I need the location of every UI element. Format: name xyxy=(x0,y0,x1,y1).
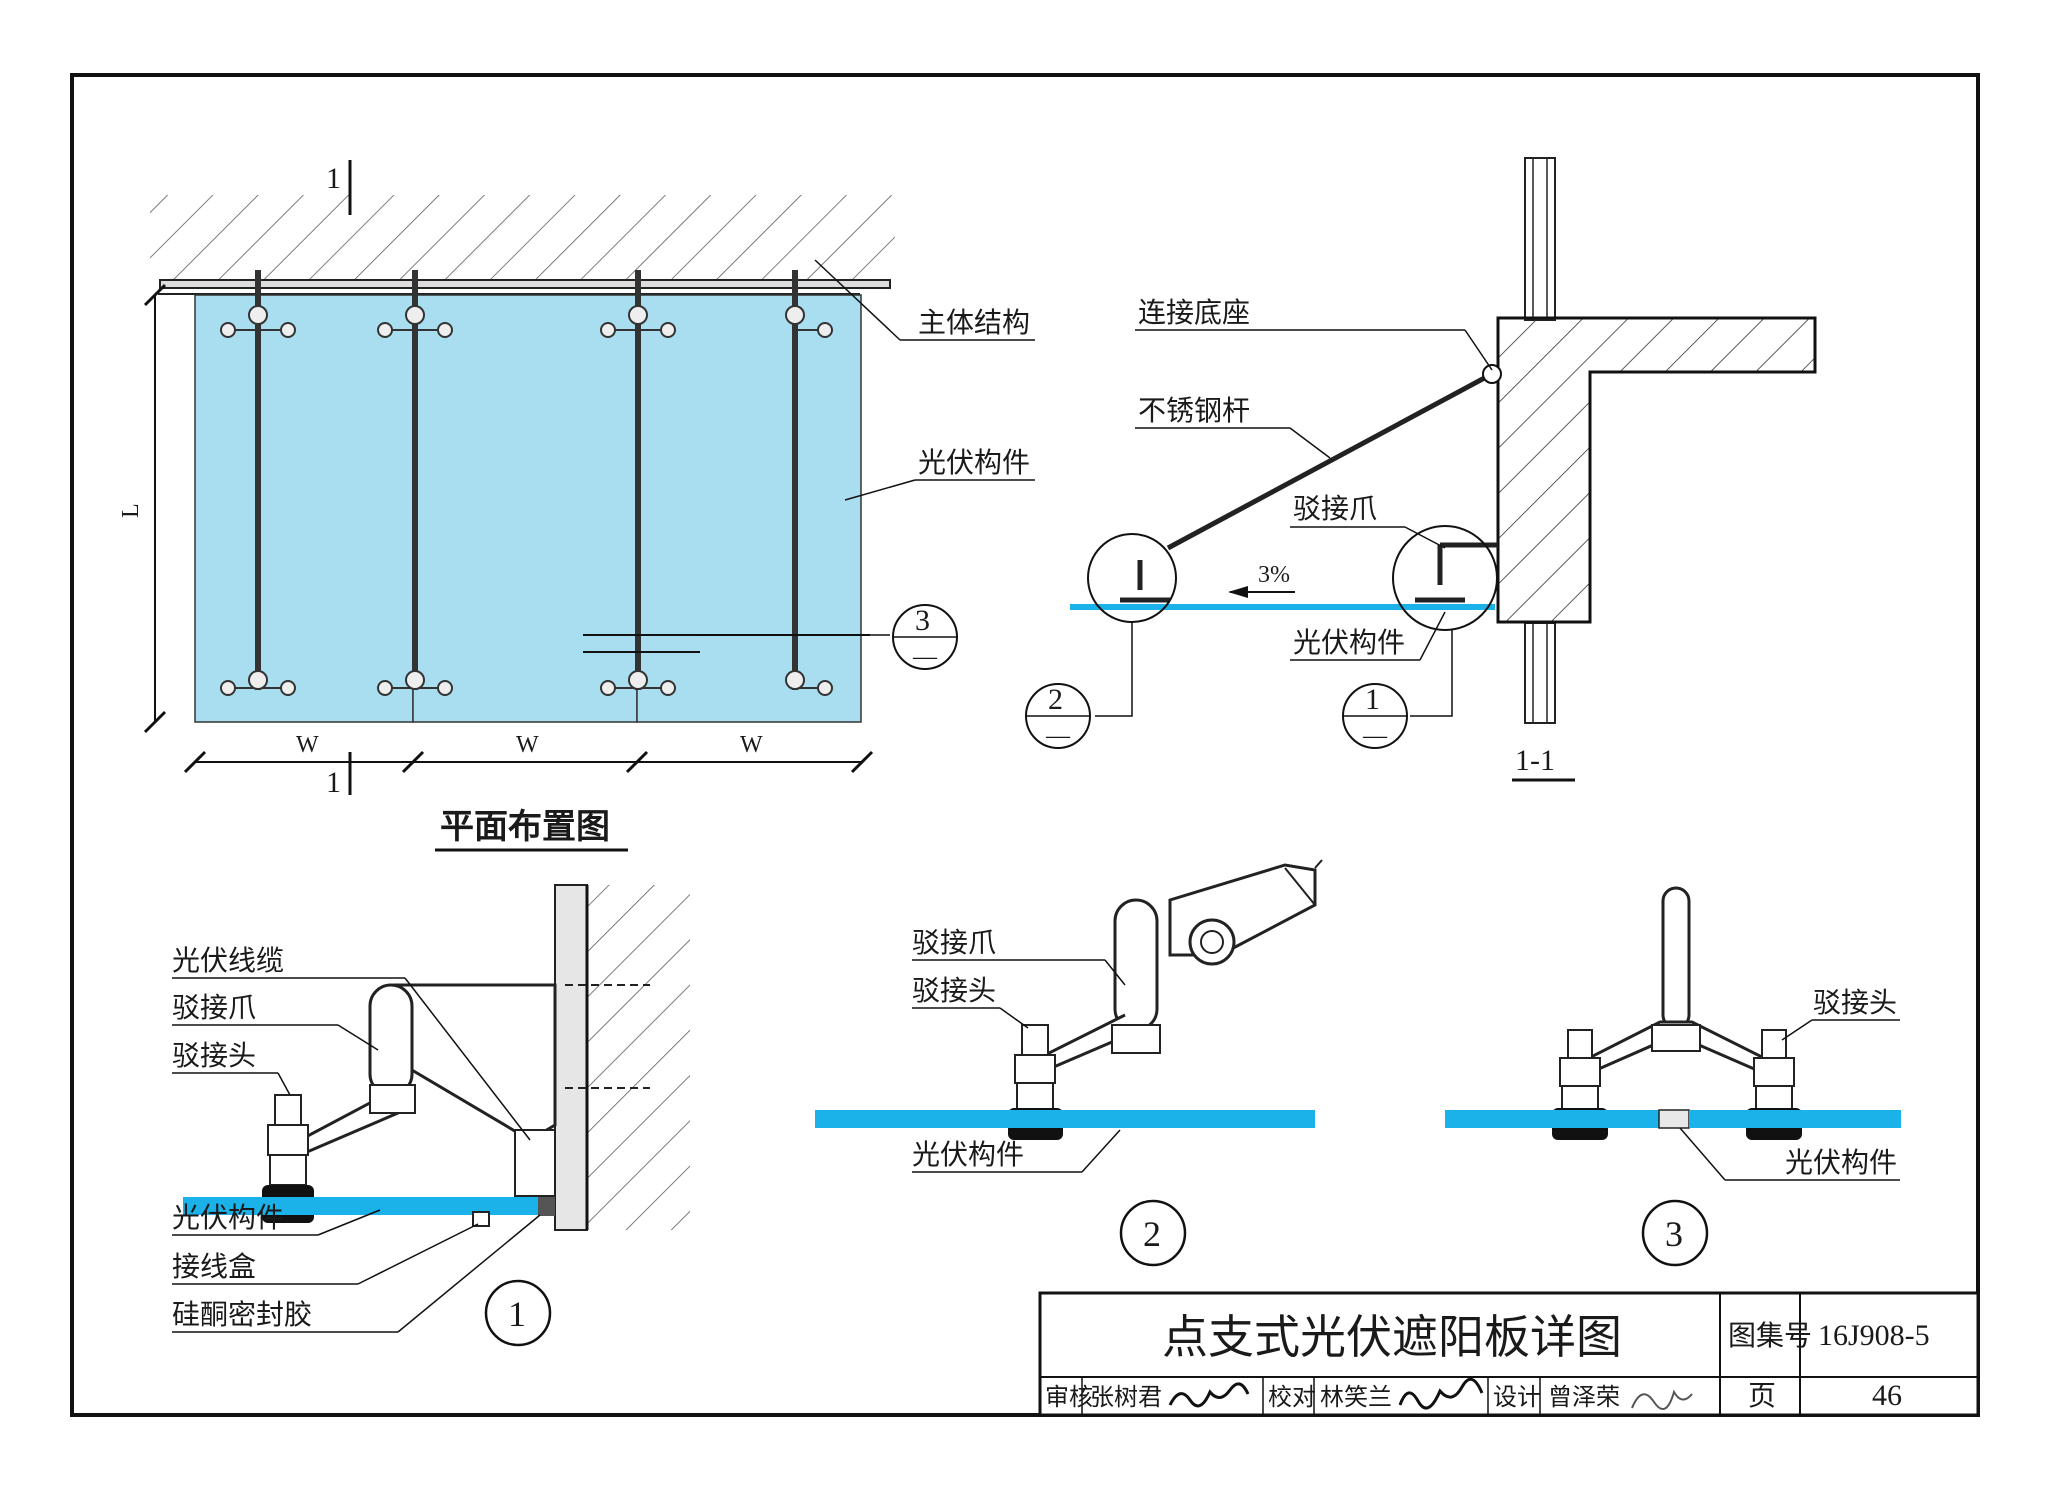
rod-spider-1 xyxy=(220,270,296,696)
designer-signature xyxy=(1631,1389,1693,1411)
section-claw-left xyxy=(1120,560,1170,603)
structure-edge xyxy=(159,279,891,289)
label-head-d2: 驳接头 xyxy=(912,975,996,1007)
dim-w-1: W xyxy=(296,732,319,758)
structure-hatch xyxy=(150,195,895,280)
detail1-wall xyxy=(554,884,588,1231)
plan-title: 平面布置图 xyxy=(440,808,610,846)
detail1-number-circle xyxy=(484,1279,552,1347)
label-cable: 光伏线缆 xyxy=(172,945,284,977)
detail2-number-circle xyxy=(1119,1199,1187,1267)
detail3-pv-strip-left xyxy=(1445,1110,1659,1128)
detail-2: 驳接爪 驳接头 光伏构件 2 xyxy=(815,859,1323,1267)
detail1-sealant xyxy=(538,1196,555,1216)
rod-spider-4 xyxy=(785,270,833,696)
atlas-number: 16J908-5 xyxy=(1818,1319,1930,1352)
label-head-d3: 驳接头 xyxy=(1813,987,1897,1019)
callout-2-bottom: — xyxy=(1045,723,1071,749)
label-claw-section: 驳接爪 xyxy=(1293,493,1377,525)
checker-signature xyxy=(1398,1377,1484,1410)
drawing-title: 点支式光伏遮阳板详图 xyxy=(1162,1312,1622,1363)
section-1-1: 3% 连接底座 不锈钢杆 驳接爪 光伏构件 2 — 1 — 1-1 xyxy=(1025,157,1817,782)
callout-3-bottom: — xyxy=(912,644,938,670)
pv-panel-3 xyxy=(636,294,862,723)
reviewer-name: 张树君 xyxy=(1090,1384,1162,1411)
label-pv-d3: 光伏构件 xyxy=(1785,1147,1897,1179)
detail1-pv-strip xyxy=(183,1197,538,1215)
pv-panel-1 xyxy=(194,294,414,723)
detail-3: 驳接头 光伏构件 3 xyxy=(1445,886,1901,1267)
detail3-number-circle xyxy=(1641,1199,1709,1267)
detail2-head xyxy=(1021,1024,1049,1056)
callout-3-top: 3 xyxy=(915,604,930,637)
detail3-number: 3 xyxy=(1665,1214,1683,1254)
label-pv-d2: 光伏构件 xyxy=(912,1139,1024,1171)
label-pv-section: 光伏构件 xyxy=(1293,627,1405,659)
label-pv-plan: 光伏构件 xyxy=(918,447,1030,479)
sheet-border xyxy=(70,73,1980,1417)
label-claw-d1: 驳接爪 xyxy=(172,992,256,1024)
callout-1-bottom: — xyxy=(1362,723,1388,749)
detail-1: 光伏线缆 驳接爪 驳接头 光伏构件 接线盒 硅酮密封胶 1 xyxy=(172,884,690,1347)
rod-spider-3 xyxy=(600,270,676,696)
detail2-claw xyxy=(1113,898,1159,1032)
section-mark-bottom: 1 xyxy=(326,766,341,799)
designer-name: 曾泽荣 xyxy=(1548,1384,1620,1411)
page-number: 46 xyxy=(1872,1379,1902,1412)
callout-2-top: 2 xyxy=(1048,683,1063,716)
stainless-rod xyxy=(1166,372,1492,551)
label-structure: 主体结构 xyxy=(918,307,1030,339)
detail3-pv-strip-right xyxy=(1689,1110,1901,1128)
detail1-hatch xyxy=(587,885,690,1230)
label-base: 连接底座 xyxy=(1138,297,1250,329)
page-label: 页 xyxy=(1748,1381,1776,1412)
dim-w-2: W xyxy=(516,732,539,758)
detail3-gap-sealant xyxy=(1658,1109,1690,1129)
detail1-claw xyxy=(393,983,557,1142)
reviewer-signature xyxy=(1168,1382,1250,1408)
rod-spider-2 xyxy=(377,270,453,696)
label-head-d1: 驳接头 xyxy=(172,1040,256,1072)
detail3-claw xyxy=(1661,886,1691,1030)
section-mark-top: 1 xyxy=(326,162,341,195)
atlas-label: 图集号 xyxy=(1728,1320,1812,1352)
pv-panel-2 xyxy=(412,294,638,723)
label-sealant: 硅酮密封胶 xyxy=(172,1299,312,1331)
detail3-head-left xyxy=(1567,1029,1593,1059)
section-structure xyxy=(1496,316,1817,624)
detail1-number: 1 xyxy=(508,1294,526,1334)
detail-circle-1 xyxy=(1392,525,1498,631)
connection-base xyxy=(1482,364,1502,384)
detail2-number: 2 xyxy=(1143,1214,1161,1254)
detail3-head-right xyxy=(1761,1029,1787,1059)
section-claw-right xyxy=(1415,542,1498,603)
dim-l: L xyxy=(118,503,144,518)
slope-label: 3% xyxy=(1258,562,1290,588)
checker-name: 林笑兰 xyxy=(1320,1384,1392,1411)
design-label: 设计 xyxy=(1493,1384,1541,1411)
callout-1-top: 1 xyxy=(1365,683,1380,716)
label-claw-d2: 驳接爪 xyxy=(912,927,996,959)
label-junction-box: 接线盒 xyxy=(172,1251,256,1283)
detail2-pv-strip xyxy=(815,1110,1315,1128)
check-label: 校对 xyxy=(1268,1384,1316,1411)
detail1-junction-box xyxy=(472,1211,490,1227)
detail1-head xyxy=(274,1094,302,1126)
section-title: 1-1 xyxy=(1515,744,1555,777)
label-pv-d1: 光伏构件 xyxy=(172,1202,284,1234)
title-block: 点支式光伏遮阳板详图 图集号 16J908-5 审核 张树君 校对 林笑兰 设计… xyxy=(1038,1291,1980,1417)
review-label: 审核 xyxy=(1045,1384,1093,1411)
plan-view: 1 1 xyxy=(118,160,1035,852)
label-rod: 不锈钢杆 xyxy=(1138,395,1250,427)
dim-w-3: W xyxy=(740,732,763,758)
